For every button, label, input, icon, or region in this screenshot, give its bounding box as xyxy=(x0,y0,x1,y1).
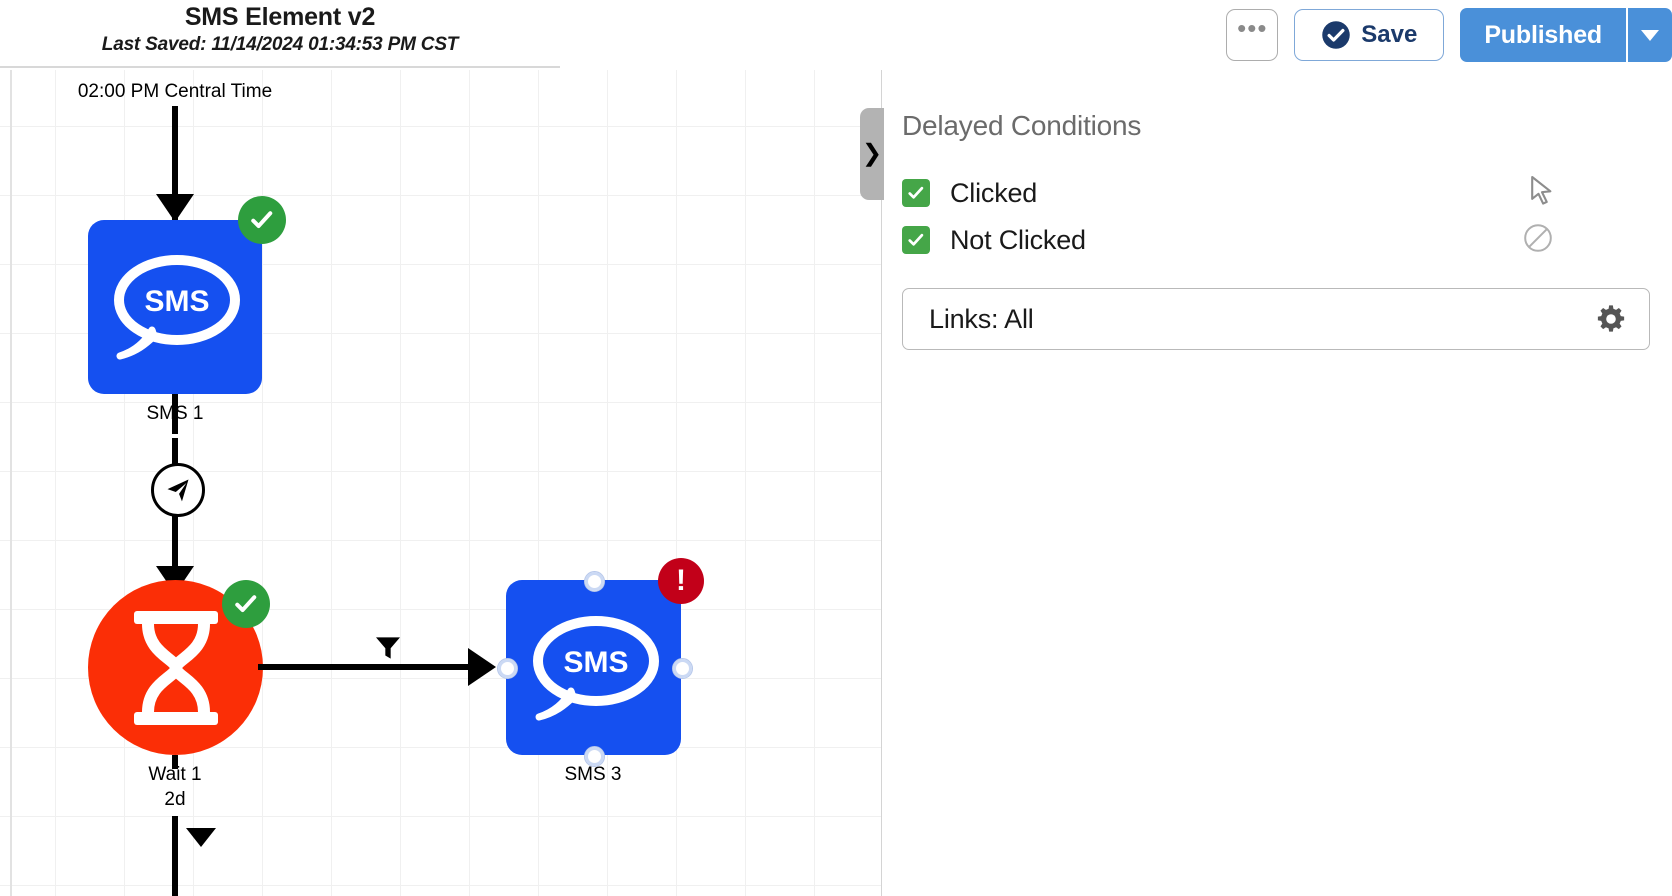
links-select[interactable]: Links: All xyxy=(902,288,1650,350)
svg-text:SMS: SMS xyxy=(144,285,209,318)
node-sms-3-handle-top[interactable] xyxy=(584,571,605,592)
filter-funnel-icon[interactable] xyxy=(372,632,404,664)
sms-bubble-icon: SMS xyxy=(114,255,240,360)
node-sms-3-handle-left[interactable] xyxy=(497,658,518,679)
node-sms-3[interactable]: SMS xyxy=(506,580,681,755)
node-wait-1-sublabel: 2d xyxy=(164,789,186,810)
chevron-right-icon: ❯ xyxy=(861,140,883,167)
check-circle-icon xyxy=(1322,21,1351,49)
hourglass-icon xyxy=(133,610,218,725)
node-sms-3-handle-right[interactable] xyxy=(672,658,693,679)
links-select-value: Links: All xyxy=(929,303,1034,334)
more-options-button[interactable]: ••• xyxy=(1226,9,1279,61)
canvas-left-rule xyxy=(10,68,12,896)
title-block: SMS Element v2 Last Saved: 11/14/2024 01… xyxy=(0,2,560,58)
gear-icon[interactable] xyxy=(1595,303,1627,335)
ellipsis-icon: ••• xyxy=(1237,13,1268,43)
edge-top-line xyxy=(172,106,178,226)
condition-row-not-clicked[interactable]: Not Clicked xyxy=(902,223,1086,257)
sms-bubble-icon: SMS xyxy=(532,615,659,720)
node-sms-3-label: SMS 3 xyxy=(564,764,622,785)
send-plane-icon xyxy=(167,479,189,502)
title-divider xyxy=(0,66,560,68)
edge-wait1-out-stub xyxy=(172,755,178,769)
edge-wait1-out-line xyxy=(172,816,178,896)
condition-label-clicked: Clicked xyxy=(950,177,1038,208)
last-saved-text: Last Saved: 11/14/2024 01:34:53 PM CST xyxy=(101,34,459,55)
send-plane-icon-button[interactable] xyxy=(151,463,205,517)
published-button[interactable]: Published xyxy=(1460,8,1626,62)
mouse-pointer-icon xyxy=(1531,175,1552,205)
schedule-time-label: 02:00 PM Central Time xyxy=(77,81,273,102)
save-button[interactable]: Save xyxy=(1294,9,1445,61)
header-actions: ••• Save Published xyxy=(1226,5,1672,65)
check-icon xyxy=(908,233,924,246)
page-title: SMS Element v2 xyxy=(184,3,376,31)
flow-canvas[interactable]: 02:00 PM Central Time SMS SMS 1 xyxy=(0,68,882,896)
svg-text:SMS: SMS xyxy=(563,646,628,679)
checkbox-clicked[interactable] xyxy=(902,179,930,207)
edge-wait1-sms3-arrow xyxy=(468,648,496,686)
panel-heading: Delayed Conditions xyxy=(902,110,1142,141)
edge-top-arrow xyxy=(156,194,194,222)
check-icon xyxy=(235,595,257,613)
chevron-down-icon xyxy=(1641,29,1659,41)
panel-collapse-toggle[interactable]: ❯ xyxy=(860,108,884,200)
node-sms-3-error-badge: ! xyxy=(658,558,704,604)
check-icon xyxy=(908,186,924,199)
condition-label-not-clicked: Not Clicked xyxy=(950,224,1086,255)
condition-row-clicked[interactable]: Clicked xyxy=(902,176,1037,210)
checkbox-not-clicked[interactable] xyxy=(902,226,930,254)
check-icon xyxy=(251,211,273,229)
edge-sms1-wait1-top xyxy=(172,394,178,434)
app-header: SMS Element v2 Last Saved: 11/14/2024 01… xyxy=(0,0,1672,70)
edge-sms1-wait1-line xyxy=(172,438,178,598)
publish-button-group: Published xyxy=(1460,8,1672,62)
node-wait-1-label: Wait 1 xyxy=(148,764,202,785)
node-sms-3-handle-bottom[interactable] xyxy=(584,746,605,767)
save-button-label: Save xyxy=(1361,21,1418,48)
node-sms-1-status-badge xyxy=(238,196,286,244)
edge-wait1-sms3-line xyxy=(258,664,474,670)
no-entry-icon xyxy=(1524,224,1552,252)
published-dropdown-button[interactable] xyxy=(1626,8,1672,62)
node-wait-1-status-badge xyxy=(222,580,270,628)
edge-wait1-branch-arrow xyxy=(186,828,216,847)
delayed-conditions-panel: ❯ Delayed Conditions Clicked Not Clicked xyxy=(860,68,1672,896)
node-sms-1[interactable]: SMS xyxy=(88,220,262,394)
